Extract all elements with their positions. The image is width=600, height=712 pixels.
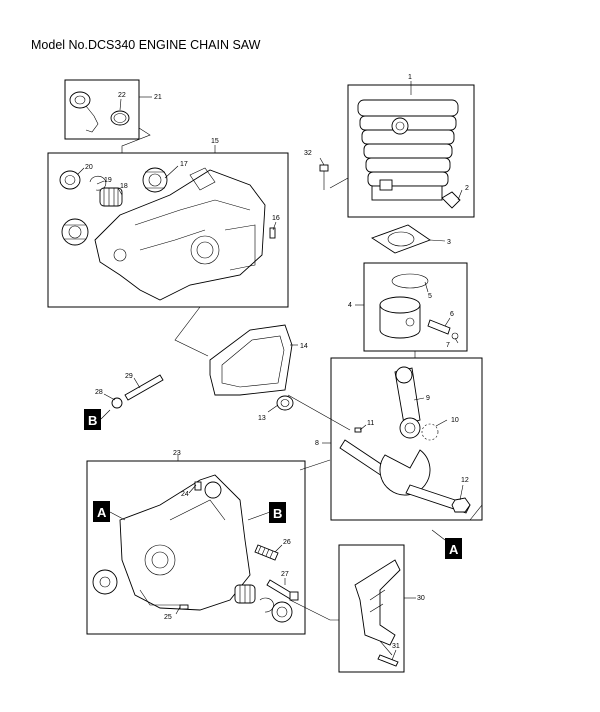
part-12-nut bbox=[451, 497, 471, 513]
marker-b-right: B bbox=[269, 502, 286, 523]
part-14-gasket bbox=[209, 324, 293, 396]
part-32-bolt bbox=[319, 164, 329, 190]
callout-26: 26 bbox=[283, 539, 291, 546]
callout-28: 28 bbox=[95, 389, 103, 396]
part-1-cylinder bbox=[357, 99, 459, 201]
callout-10: 10 bbox=[451, 417, 459, 424]
callout-21: 21 bbox=[154, 94, 162, 101]
part-10-needle-bearing bbox=[421, 423, 439, 441]
marker-a-right: A bbox=[445, 538, 462, 559]
callout-18: 18 bbox=[120, 183, 128, 190]
part-29-bolt bbox=[124, 374, 164, 401]
marker-a-left: A bbox=[93, 501, 110, 522]
part-seal-23 bbox=[271, 601, 293, 623]
marker-b-left: B bbox=[84, 409, 101, 430]
part-31-screw bbox=[377, 654, 399, 667]
marker-b-right-label: B bbox=[273, 506, 282, 521]
part-7-circlip bbox=[451, 332, 459, 340]
part-2-decomp-valve bbox=[441, 191, 461, 209]
callout-17: 17 bbox=[180, 161, 188, 168]
part-8-crankshaft bbox=[339, 439, 471, 514]
part-9-conrod bbox=[394, 366, 421, 439]
group-box-21 bbox=[64, 79, 140, 140]
callout-27: 27 bbox=[281, 571, 289, 578]
callout-4: 4 bbox=[348, 302, 352, 309]
group-box-4 bbox=[363, 262, 468, 352]
callout-3: 3 bbox=[447, 239, 451, 246]
part-21-cap bbox=[69, 91, 99, 133]
callout-16: 16 bbox=[272, 215, 280, 222]
part-30-guide-plate bbox=[354, 559, 401, 646]
part-28-washer bbox=[111, 397, 123, 409]
part-3-gasket bbox=[370, 224, 431, 254]
callout-9: 9 bbox=[426, 395, 430, 402]
callout-30: 30 bbox=[417, 595, 425, 602]
callout-8: 8 bbox=[315, 440, 319, 447]
callout-20: 20 bbox=[85, 164, 93, 171]
callout-2: 2 bbox=[465, 185, 469, 192]
callout-13: 13 bbox=[258, 415, 266, 422]
callout-22: 22 bbox=[118, 92, 126, 99]
part-26-spring bbox=[254, 544, 279, 561]
group-box-23 bbox=[86, 460, 306, 635]
callout-24: 24 bbox=[181, 491, 189, 498]
callout-11: 11 bbox=[367, 420, 374, 427]
callout-19: 19 bbox=[104, 177, 112, 184]
callout-23: 23 bbox=[173, 450, 181, 457]
callout-29: 29 bbox=[125, 373, 133, 380]
callout-12: 12 bbox=[461, 477, 469, 484]
callout-1: 1 bbox=[408, 74, 412, 81]
page-title: Model No.DCS340 ENGINE CHAIN SAW bbox=[31, 38, 261, 52]
part-17-bearing bbox=[142, 167, 168, 193]
callout-7: 7 bbox=[446, 342, 450, 349]
part-6-piston-pin bbox=[427, 319, 451, 335]
part-23-crankcase bbox=[119, 474, 251, 611]
marker-a-left-label: A bbox=[97, 505, 107, 520]
callout-5: 5 bbox=[428, 293, 432, 300]
part-25-pin bbox=[179, 604, 189, 610]
part-bearing-23-right bbox=[234, 584, 256, 604]
group-box-8 bbox=[330, 357, 483, 521]
part-bearing-lower bbox=[61, 218, 89, 246]
part-24-pin bbox=[194, 481, 202, 491]
callout-31: 31 bbox=[392, 643, 400, 650]
part-bearing-23-left bbox=[92, 569, 118, 595]
marker-a-right-label: A bbox=[449, 542, 459, 557]
part-5-piston-ring bbox=[391, 273, 429, 289]
marker-b-left-label: B bbox=[88, 413, 97, 428]
part-13-o-ring bbox=[276, 395, 294, 411]
part-18-bearing bbox=[99, 187, 123, 207]
callout-25: 25 bbox=[164, 614, 172, 621]
part-22-ring bbox=[110, 110, 130, 126]
part-11-key bbox=[354, 427, 362, 433]
group-box-15 bbox=[47, 152, 289, 308]
callout-32: 32 bbox=[304, 150, 312, 157]
part-20-seal bbox=[59, 170, 81, 190]
part-4-piston bbox=[379, 296, 421, 339]
part-circlip-23 bbox=[259, 597, 274, 613]
part-16-pin bbox=[269, 227, 276, 239]
callout-14: 14 bbox=[300, 343, 308, 350]
callout-15: 15 bbox=[211, 138, 219, 145]
part-27-bolt bbox=[266, 579, 299, 601]
part-15-crankcase bbox=[94, 167, 266, 301]
callout-6: 6 bbox=[450, 311, 454, 318]
group-box-30 bbox=[338, 544, 405, 673]
